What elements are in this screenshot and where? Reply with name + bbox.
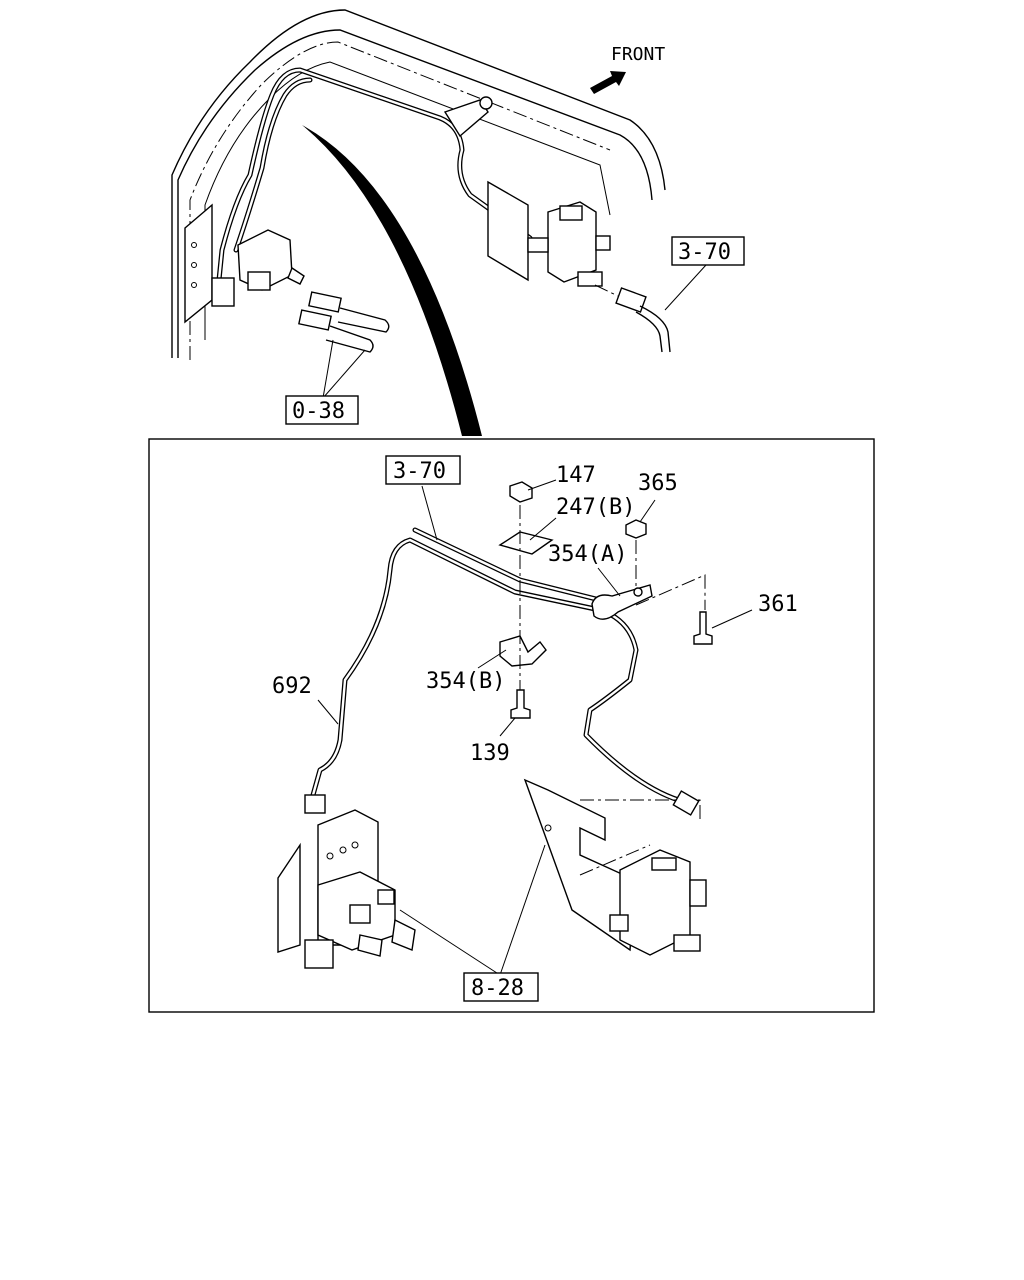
nut-365: [625, 519, 647, 539]
bolt-139: [510, 689, 531, 719]
ref-top-left: 0-38: [292, 399, 345, 424]
overview-clamp: [443, 99, 489, 138]
overview-left-bracket: [184, 203, 213, 324]
detail-frame: [148, 438, 875, 1013]
detail-view: 3-70 8-28 147 247(B) 365 354(A) 361 354(…: [148, 438, 875, 1013]
right-bracket: [523, 778, 636, 952]
right-fitting: [672, 790, 700, 816]
part-139: 139: [470, 741, 510, 766]
ref-box-detail-top: [385, 455, 461, 485]
ref-detail-bottom: 8-28: [471, 976, 524, 1001]
front-label: FRONT: [611, 44, 665, 65]
part-354b: 354(B): [426, 669, 505, 694]
clamp-354b: [499, 635, 547, 667]
zoom-arc: [302, 125, 482, 436]
bolt-361: [693, 611, 713, 645]
ref-top-right: 3-70: [678, 240, 731, 265]
cab-frame-outer: [171, 9, 666, 358]
overview-pipe-2: [233, 77, 313, 253]
part-361: 361: [758, 592, 798, 617]
cab-inner-edge: [204, 61, 611, 340]
overview-view: FRONT 3-70 0-38: [171, 9, 745, 436]
ref-box-top-right: [671, 236, 745, 266]
part-147: 147: [556, 463, 596, 488]
overview-right-bracket: [487, 180, 529, 282]
ref-box-top-left: [285, 395, 359, 425]
part-247b: 247(B): [556, 495, 635, 520]
plate-247b: [498, 531, 554, 555]
left-bracket: [277, 842, 301, 953]
ref-box-detail-bottom: [463, 972, 539, 1002]
ref-detail-top: 3-70: [393, 459, 446, 484]
cab-frame-inner: [177, 29, 653, 358]
overview-right-valve: [547, 201, 597, 283]
left-fitting: [304, 794, 326, 814]
front-arrow-icon: [590, 71, 626, 94]
part-692: 692: [272, 674, 312, 699]
nut-147: [509, 481, 533, 503]
part-365: 365: [638, 471, 678, 496]
part-354a: 354(A): [548, 542, 627, 567]
